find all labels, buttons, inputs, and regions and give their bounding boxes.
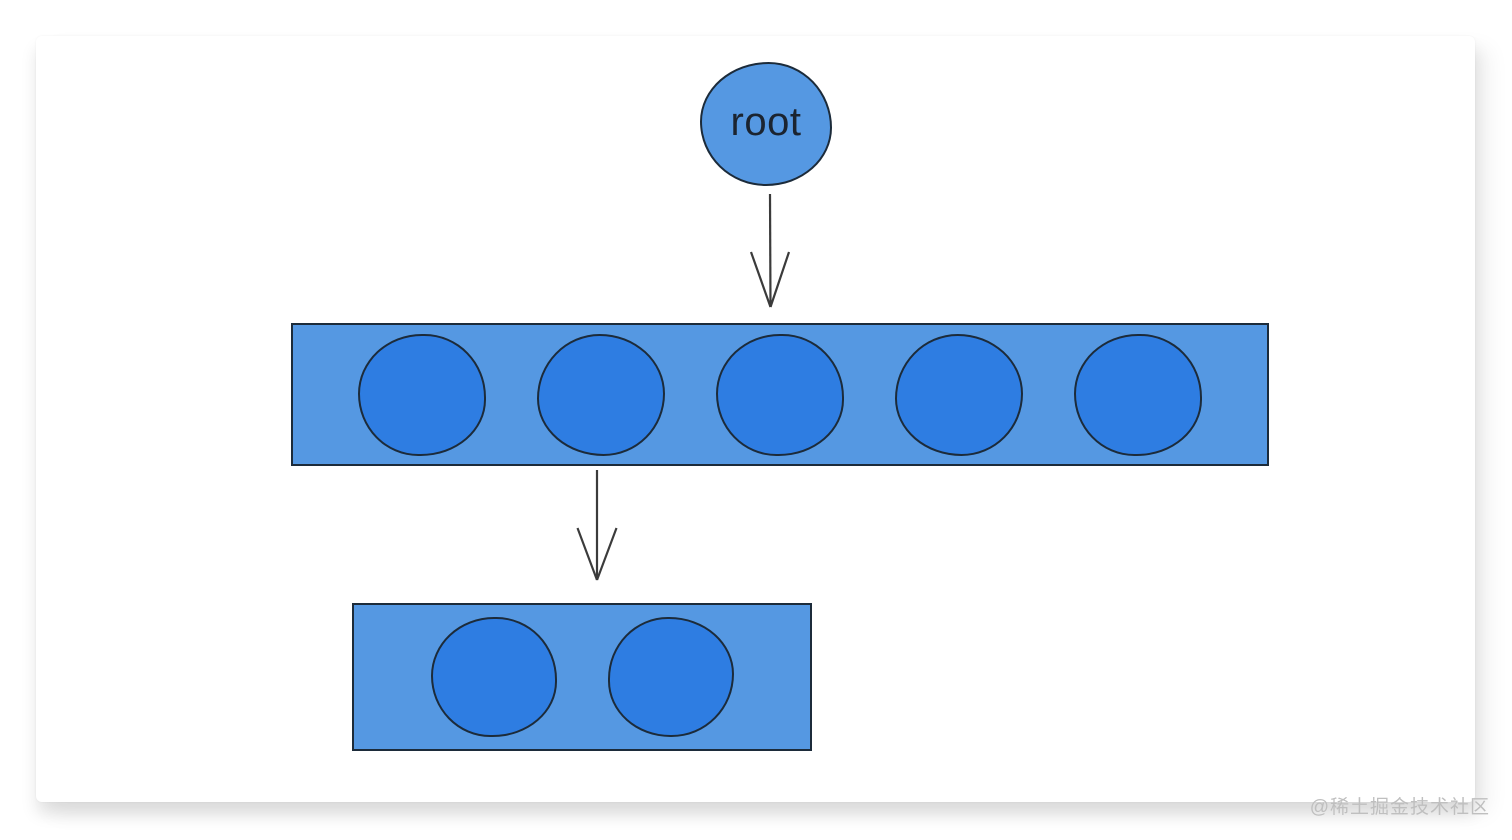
diagram-canvas: root <box>36 36 1475 802</box>
slot-circle <box>895 333 1023 456</box>
slot-circle <box>716 333 844 456</box>
slot-circle <box>607 617 734 737</box>
arrow-down-icon <box>576 470 618 581</box>
root-node-label: root <box>730 99 802 144</box>
slot-circle <box>358 333 486 456</box>
slot-circle <box>430 617 557 737</box>
slot-circle <box>1074 333 1202 456</box>
slot-circle <box>537 333 665 456</box>
arrow-down-root-to-level1 <box>748 193 792 314</box>
root-node-circle: root <box>700 62 832 186</box>
arrow-down-icon <box>749 193 791 308</box>
level1-array-rect <box>291 323 1269 466</box>
arrow-down-level1-to-level2 <box>575 470 619 587</box>
watermark-text: @稀土掘金技术社区 <box>1309 797 1490 818</box>
level2-array-rect <box>352 603 812 751</box>
